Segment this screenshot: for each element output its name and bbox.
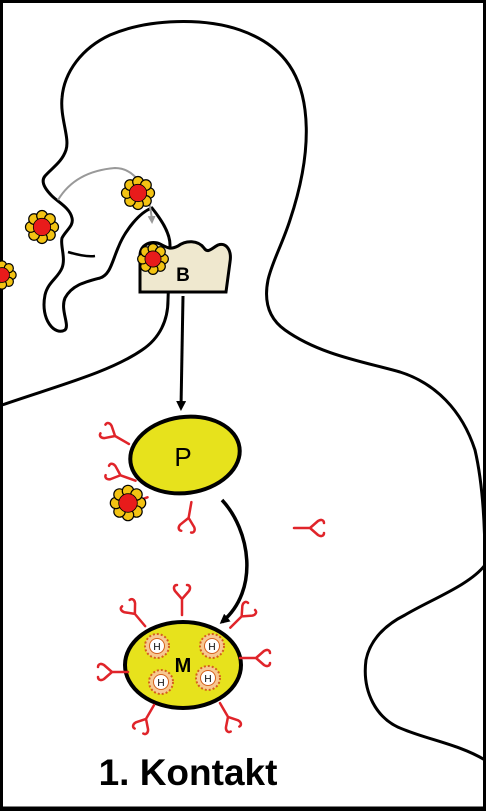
pollen-icon bbox=[25, 210, 58, 243]
arrow-b-to-p bbox=[181, 296, 183, 408]
histamine-granule: H bbox=[145, 634, 169, 658]
pollen-icon bbox=[110, 485, 145, 520]
pollen-icon bbox=[121, 176, 154, 209]
svg-text:H: H bbox=[208, 642, 215, 653]
caption: 1. Kontakt bbox=[99, 752, 278, 793]
plasma-cell-label: P bbox=[174, 442, 191, 472]
svg-text:H: H bbox=[153, 642, 160, 653]
mast-cell-label: M bbox=[175, 655, 192, 677]
b-cell-label: B bbox=[176, 265, 190, 286]
histamine-granule: H bbox=[196, 666, 220, 690]
histamine-granule: H bbox=[200, 634, 224, 658]
svg-text:H: H bbox=[204, 674, 211, 685]
pollen-icon bbox=[138, 244, 169, 275]
histamine-granule: H bbox=[149, 670, 173, 694]
svg-text:H: H bbox=[157, 678, 164, 689]
